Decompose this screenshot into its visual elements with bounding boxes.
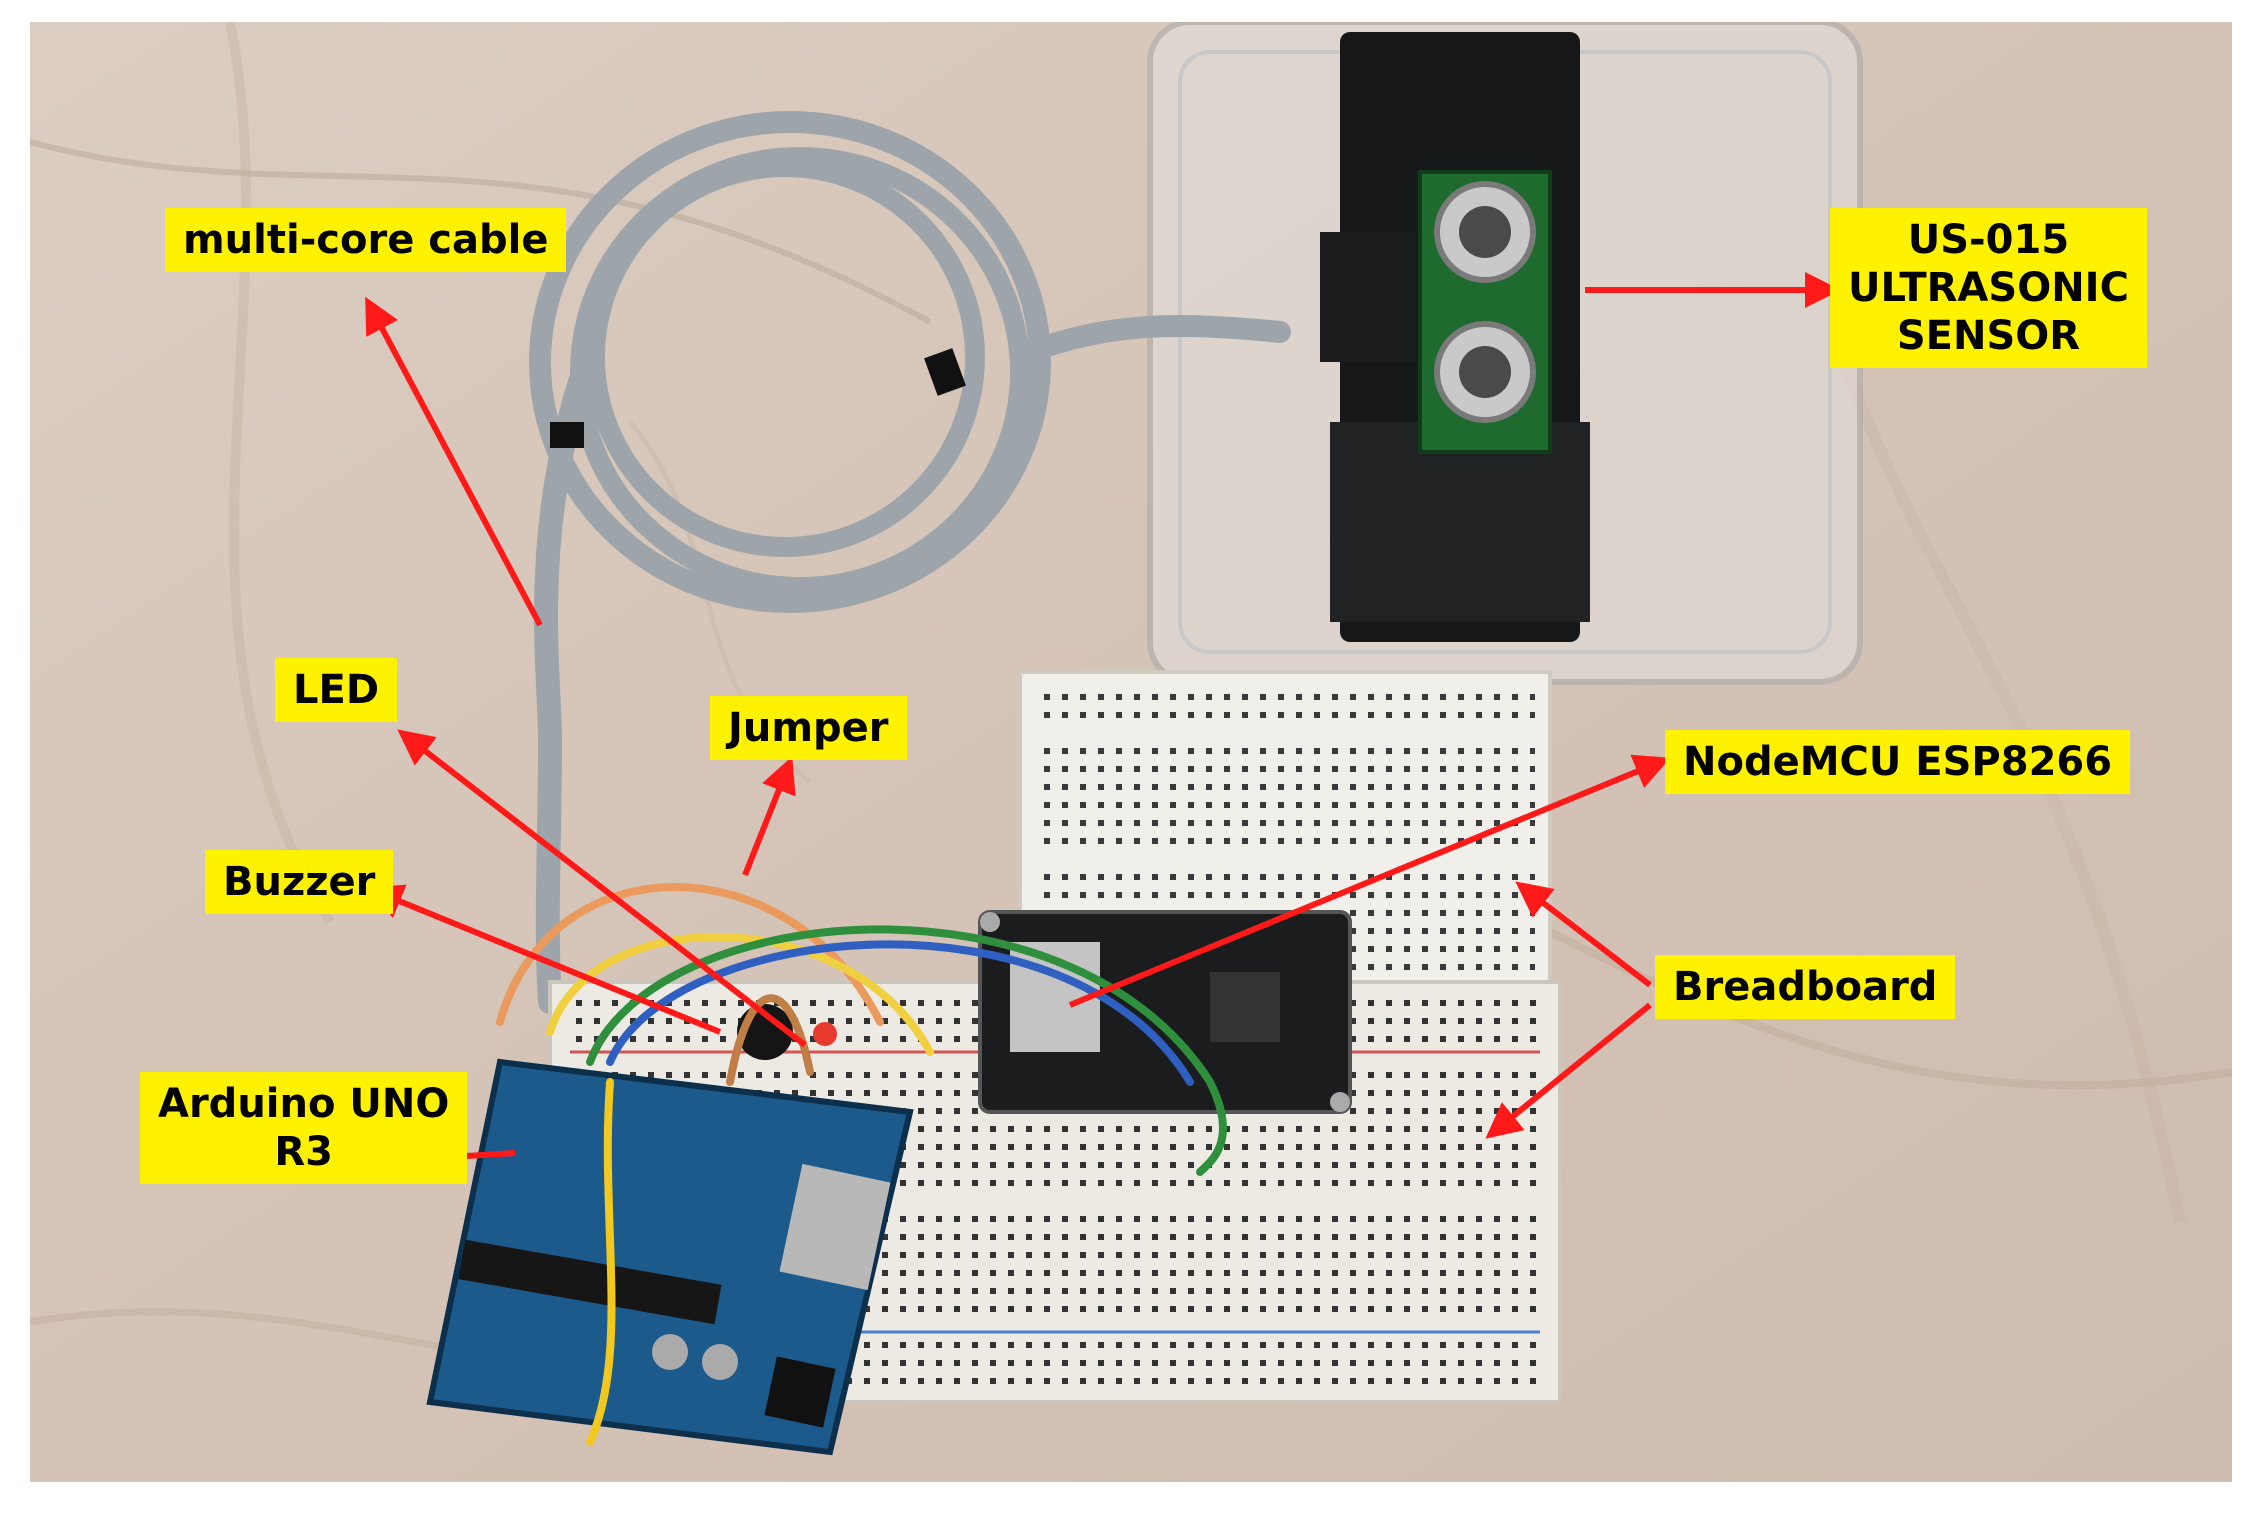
label-led: LED xyxy=(275,658,398,722)
label-sensor-line2: ULTRASONIC xyxy=(1848,265,2129,311)
label-ultrasonic-sensor: US-015 ULTRASONIC SENSOR xyxy=(1830,208,2147,368)
label-sensor-line3: SENSOR xyxy=(1896,313,2081,359)
label-sensor-line1: US-015 xyxy=(1907,217,2070,263)
label-nodemcu: NodeMCU ESP8266 xyxy=(1665,730,2131,794)
ultrasonic-sensor xyxy=(1418,170,1552,454)
label-arduino-line2: R3 xyxy=(274,1129,333,1175)
label-buzzer: Buzzer xyxy=(205,850,394,914)
label-arduino: Arduino UNO R3 xyxy=(140,1072,468,1184)
label-multicore-cable: multi-core cable xyxy=(165,208,567,272)
nodemcu-board xyxy=(978,910,1352,1114)
arduino-board xyxy=(426,1058,914,1456)
label-breadboard: Breadboard xyxy=(1655,955,1956,1019)
label-arduino-line1: Arduino UNO xyxy=(158,1081,450,1127)
led xyxy=(813,1022,837,1046)
label-jumper: Jumper xyxy=(710,696,907,760)
